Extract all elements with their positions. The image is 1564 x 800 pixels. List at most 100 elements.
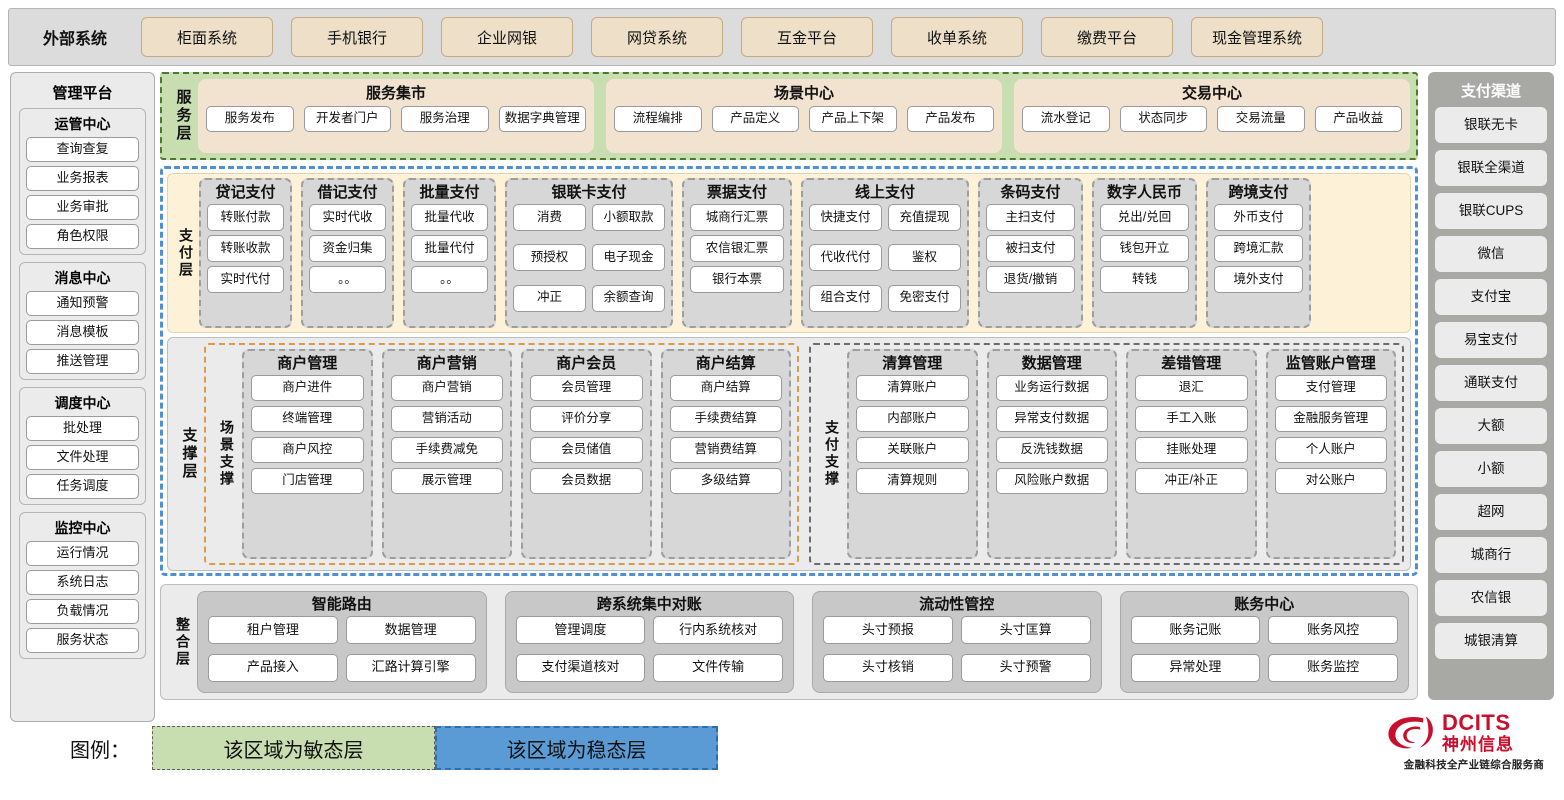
support-item[interactable]: 手工入账: [1135, 406, 1248, 432]
management-item[interactable]: 文件处理: [26, 445, 139, 470]
payment-item[interactable]: 城商行汇票: [690, 204, 784, 231]
support-item[interactable]: 多级结算: [669, 468, 782, 494]
management-item[interactable]: 查询查复: [26, 137, 139, 162]
support-item[interactable]: 风险账户数据: [995, 468, 1108, 494]
management-item[interactable]: 运行情况: [26, 541, 139, 566]
channel-item[interactable]: 支付宝: [1435, 279, 1547, 315]
payment-item[interactable]: 银行本票: [690, 266, 784, 293]
payment-item[interactable]: 。。: [309, 266, 386, 293]
payment-item[interactable]: 退货/撤销: [986, 266, 1075, 293]
payment-item[interactable]: 批量代收: [411, 204, 488, 231]
channel-item[interactable]: 银联CUPS: [1435, 193, 1547, 229]
support-item[interactable]: 会员数据: [530, 468, 643, 494]
channel-item[interactable]: 通联支付: [1435, 365, 1547, 401]
payment-item[interactable]: 转账收款: [207, 235, 284, 262]
support-item[interactable]: 终端管理: [251, 406, 364, 432]
payment-item[interactable]: 快捷支付: [809, 204, 882, 231]
support-item[interactable]: 评价分享: [530, 406, 643, 432]
payment-item[interactable]: 批量代付: [411, 235, 488, 262]
service-item[interactable]: 服务治理: [401, 106, 489, 132]
management-item[interactable]: 负载情况: [26, 599, 139, 624]
integration-item[interactable]: 账务风控: [1268, 616, 1398, 644]
integration-item[interactable]: 汇路计算引擎: [345, 653, 476, 682]
support-item[interactable]: 金融服务管理: [1274, 406, 1387, 432]
support-item[interactable]: 商户进件: [251, 375, 364, 401]
payment-item[interactable]: 代收代付: [809, 244, 882, 272]
channel-item[interactable]: 超网: [1435, 494, 1547, 530]
support-item[interactable]: 关联账户: [856, 437, 969, 463]
service-item[interactable]: 产品发布: [906, 106, 994, 132]
support-item[interactable]: 商户风控: [251, 437, 364, 463]
management-item[interactable]: 消息模板: [26, 320, 139, 345]
payment-item[interactable]: 小额取款: [592, 204, 665, 231]
payment-item[interactable]: 实时代收: [309, 204, 386, 231]
support-item[interactable]: 会员储值: [530, 437, 643, 463]
support-item[interactable]: 业务运行数据: [995, 375, 1108, 401]
integration-item[interactable]: 管理调度: [515, 616, 646, 644]
integration-item[interactable]: 行内系统核对: [653, 616, 783, 644]
integration-item[interactable]: 支付渠道核对: [515, 653, 646, 682]
service-item[interactable]: 交易流量: [1217, 106, 1305, 132]
service-item[interactable]: 产品定义: [711, 106, 799, 132]
integration-item[interactable]: 头寸预警: [960, 653, 1091, 682]
management-item[interactable]: 角色权限: [26, 224, 139, 249]
external-system-item[interactable]: 现金管理系统: [1191, 17, 1323, 57]
channel-item[interactable]: 微信: [1435, 236, 1547, 272]
payment-item[interactable]: 组合支付: [809, 284, 882, 312]
channel-item[interactable]: 城商行: [1435, 537, 1547, 573]
payment-item[interactable]: 转钱: [1100, 266, 1189, 293]
support-item[interactable]: 展示管理: [390, 468, 503, 494]
management-item[interactable]: 通知预警: [26, 291, 139, 316]
support-item[interactable]: 内部账户: [856, 406, 969, 432]
payment-item[interactable]: 兑出/兑回: [1100, 204, 1189, 231]
integration-item[interactable]: 数据管理: [345, 616, 476, 644]
support-item[interactable]: 手续费减免: [390, 437, 503, 463]
external-system-item[interactable]: 企业网银: [441, 17, 573, 57]
management-item[interactable]: 业务报表: [26, 166, 139, 191]
payment-item[interactable]: 跨境汇款: [1214, 235, 1303, 262]
payment-item[interactable]: 农信银汇票: [690, 235, 784, 262]
support-item[interactable]: 门店管理: [251, 468, 364, 494]
management-item[interactable]: 业务审批: [26, 195, 139, 220]
channel-item[interactable]: 易宝支付: [1435, 322, 1547, 358]
support-item[interactable]: 反洗钱数据: [995, 437, 1108, 463]
support-item[interactable]: 冲正/补正: [1135, 468, 1248, 494]
external-system-item[interactable]: 手机银行: [291, 17, 423, 57]
external-system-item[interactable]: 互金平台: [741, 17, 873, 57]
support-item[interactable]: 手续费结算: [669, 406, 782, 432]
support-item[interactable]: 营销费结算: [669, 437, 782, 463]
service-item[interactable]: 服务发布: [206, 106, 294, 132]
channel-item[interactable]: 银联全渠道: [1435, 150, 1547, 186]
integration-item[interactable]: 文件传输: [653, 653, 783, 682]
payment-item[interactable]: 资金归集: [309, 235, 386, 262]
external-system-item[interactable]: 网贷系统: [591, 17, 723, 57]
integration-item[interactable]: 账务监控: [1268, 653, 1398, 682]
payment-item[interactable]: 余额查询: [592, 284, 665, 312]
payment-item[interactable]: 境外支付: [1214, 266, 1303, 293]
service-item[interactable]: 流程编排: [614, 106, 702, 132]
support-item[interactable]: 清算规则: [856, 468, 969, 494]
payment-item[interactable]: 消费: [513, 204, 586, 231]
external-system-item[interactable]: 收单系统: [891, 17, 1023, 57]
integration-item[interactable]: 租户管理: [208, 616, 338, 644]
support-item[interactable]: 退汇: [1135, 375, 1248, 401]
channel-item[interactable]: 小额: [1435, 451, 1547, 487]
management-item[interactable]: 任务调度: [26, 474, 139, 499]
service-item[interactable]: 流水登记: [1022, 106, 1110, 132]
service-item[interactable]: 产品收益: [1314, 106, 1402, 132]
channel-item[interactable]: 大额: [1435, 408, 1547, 444]
management-item[interactable]: 推送管理: [26, 349, 139, 374]
integration-item[interactable]: 异常处理: [1130, 653, 1261, 682]
payment-item[interactable]: 外币支付: [1214, 204, 1303, 231]
integration-item[interactable]: 账务记账: [1130, 616, 1261, 644]
support-item[interactable]: 对公账户: [1274, 468, 1387, 494]
support-item[interactable]: 异常支付数据: [995, 406, 1108, 432]
support-item[interactable]: 清算账户: [856, 375, 969, 401]
management-item[interactable]: 批处理: [26, 416, 139, 441]
integration-item[interactable]: 头寸预报: [823, 616, 953, 644]
support-item[interactable]: 商户结算: [669, 375, 782, 401]
payment-item[interactable]: 。。: [411, 266, 488, 293]
management-item[interactable]: 服务状态: [26, 628, 139, 653]
payment-item[interactable]: 转账付款: [207, 204, 284, 231]
payment-item[interactable]: 电子现金: [592, 244, 665, 272]
